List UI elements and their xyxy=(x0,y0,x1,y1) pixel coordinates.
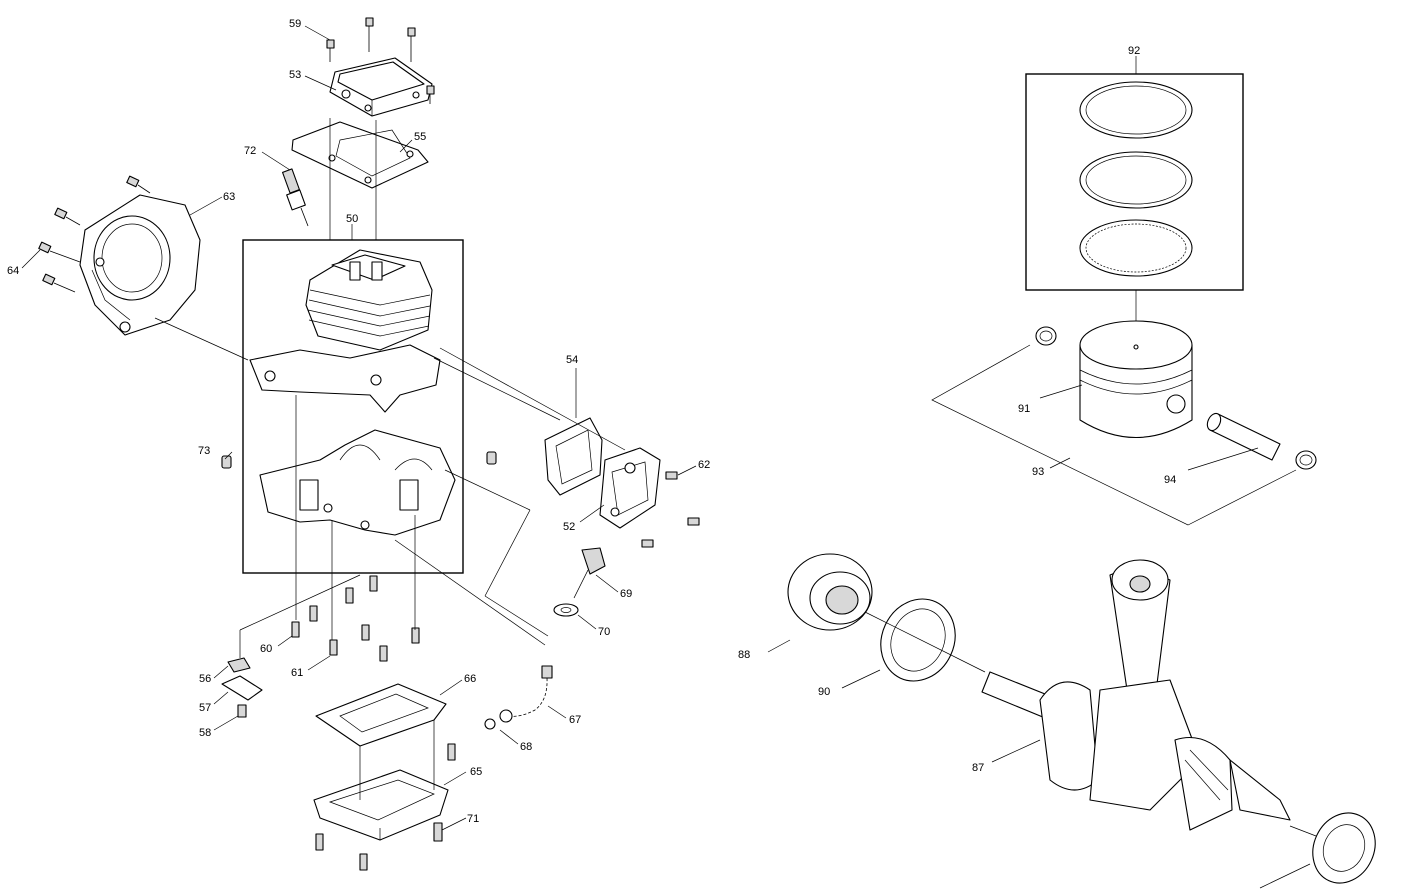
label-88: 88 xyxy=(738,649,750,661)
label-65: 65 xyxy=(470,766,482,778)
part-piston xyxy=(1079,320,1193,439)
part-pan-gasket xyxy=(315,683,447,747)
part-clamp xyxy=(221,657,263,718)
part-bearing-left xyxy=(787,553,873,631)
part-dowel-pins xyxy=(221,451,497,469)
leader-lines-crank xyxy=(767,611,1317,889)
part-bearing-right xyxy=(1312,812,1376,884)
cylinder-assembly-box xyxy=(242,239,464,574)
label-93: 93 xyxy=(1032,466,1044,478)
label-60: 60 xyxy=(260,643,272,655)
part-fan-housing xyxy=(79,194,201,336)
part-head-gasket xyxy=(291,121,429,189)
label-61: 61 xyxy=(291,667,303,679)
label-53: 53 xyxy=(289,69,301,81)
part-crankshaft xyxy=(981,559,1291,831)
piston-ring-box xyxy=(1025,73,1244,291)
part-cylinder xyxy=(249,249,441,413)
label-63: 63 xyxy=(223,191,235,203)
part-bolts-intake xyxy=(641,471,700,548)
label-70: 70 xyxy=(598,626,610,638)
label-67: 67 xyxy=(569,714,581,726)
callout-labels: 59 53 55 72 63 50 64 54 73 62 52 69 70 6… xyxy=(7,18,1176,825)
label-59: 59 xyxy=(289,18,301,30)
label-54: 54 xyxy=(566,354,578,366)
label-90: 90 xyxy=(818,686,830,698)
label-56: 56 xyxy=(199,673,211,685)
part-bolts-housing xyxy=(38,175,151,293)
label-68: 68 xyxy=(520,741,532,753)
part-spark-plug xyxy=(281,168,309,227)
part-piston-rings xyxy=(1079,56,1193,340)
part-crankcase xyxy=(259,429,456,536)
label-62: 62 xyxy=(698,459,710,471)
part-primer-valve xyxy=(553,547,606,617)
label-94: 94 xyxy=(1164,474,1176,486)
label-87: 87 xyxy=(972,762,984,774)
part-crankcase-bolts xyxy=(291,575,420,662)
label-64: 64 xyxy=(7,265,19,277)
label-71: 71 xyxy=(467,813,479,825)
part-insulator xyxy=(599,447,661,529)
label-52: 52 xyxy=(563,521,575,533)
part-oil-seal-left xyxy=(880,598,956,682)
part-oil-pan xyxy=(313,743,456,871)
label-72: 72 xyxy=(244,145,256,157)
part-bolts-cover xyxy=(326,17,435,104)
part-cylinder-cover xyxy=(329,57,433,117)
part-oil-hose xyxy=(484,665,553,730)
leader-lines-piston xyxy=(931,344,1297,526)
label-66: 66 xyxy=(464,673,476,685)
part-piston-clips xyxy=(1035,326,1317,470)
label-57: 57 xyxy=(199,702,211,714)
label-92: 92 xyxy=(1128,45,1140,57)
label-50: 50 xyxy=(346,213,358,225)
part-intake-gasket xyxy=(544,417,603,496)
part-piston-pin xyxy=(1206,412,1281,461)
label-73: 73 xyxy=(198,445,210,457)
label-69: 69 xyxy=(620,588,632,600)
label-91: 91 xyxy=(1018,403,1030,415)
leader-lines-left xyxy=(21,25,697,831)
label-58: 58 xyxy=(199,727,211,739)
label-55: 55 xyxy=(414,131,426,143)
